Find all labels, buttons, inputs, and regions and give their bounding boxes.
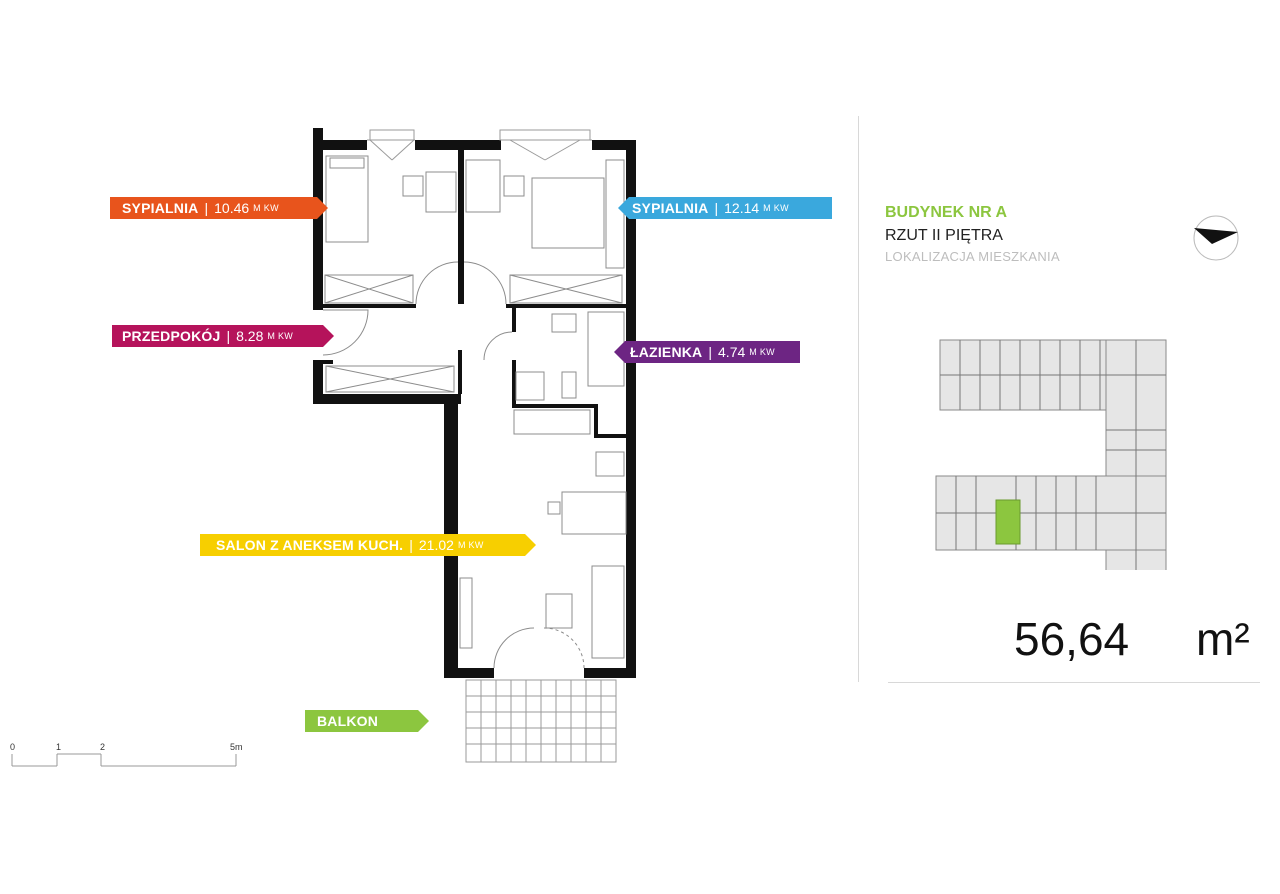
- scale-label-2: 2: [100, 742, 106, 752]
- scale-label-1: 1: [56, 742, 62, 752]
- total-area-unit: m²: [1196, 613, 1250, 665]
- room-name: SYPIALNIA: [632, 200, 709, 216]
- room-label-bedroom-2: SYPIALNIA | 12.14 M KW: [618, 197, 832, 219]
- room-label-balcony: BALKON: [305, 710, 429, 732]
- room-name: SYPIALNIA: [122, 200, 199, 216]
- room-area: 10.46: [214, 200, 250, 216]
- inner-walls: [323, 150, 626, 438]
- room-area: 8.28: [236, 328, 264, 344]
- room-name: PRZEDPOKÓJ: [122, 328, 221, 344]
- windows: [367, 129, 592, 161]
- balcony: [465, 679, 617, 763]
- scale-label-5m: 5m: [230, 742, 243, 752]
- room-label-hallway: PRZEDPOKÓJ | 8.28 M KW: [112, 325, 334, 347]
- scale-label-0: 0: [10, 742, 16, 752]
- room-name: ŁAZIENKA: [630, 344, 703, 360]
- location-title: LOKALIZACJA MIESZKANIA: [885, 249, 1060, 264]
- divider-vertical: [858, 116, 859, 682]
- highlighted-apartment: [995, 499, 1021, 545]
- room-name: SALON Z ANEKSEM KUCH.: [216, 537, 404, 553]
- room-area: 21.02: [418, 537, 454, 553]
- building-location-map: [935, 339, 1167, 570]
- room-name: BALKON: [317, 713, 379, 729]
- room-label-living-room: SALON Z ANEKSEM KUCH. | 21.02 M KW: [200, 534, 536, 556]
- room-label-bathroom: ŁAZIENKA | 4.74 M KW: [614, 341, 800, 363]
- outer-walls: [313, 128, 636, 678]
- divider-horizontal: [888, 682, 1260, 683]
- scale-bar: [11, 753, 237, 767]
- room-area: 4.74: [718, 344, 746, 360]
- furniture: [322, 155, 627, 669]
- building-title: BUDYNEK NR A: [885, 204, 1008, 221]
- separator: |: [226, 328, 231, 344]
- separator: |: [204, 200, 209, 216]
- room-unit: M KW: [749, 347, 775, 357]
- separator: |: [714, 200, 719, 216]
- separator: |: [708, 344, 713, 360]
- room-unit: M KW: [763, 203, 789, 213]
- room-unit: M KW: [267, 331, 294, 341]
- separator: |: [409, 537, 413, 553]
- floor-title: RZUT II PIĘTRA: [885, 227, 1003, 244]
- room-area: 12.14: [724, 200, 760, 216]
- room-unit: M KW: [457, 540, 484, 550]
- north-arrow-icon: [1193, 215, 1239, 261]
- room-unit: M KW: [253, 203, 279, 213]
- room-label-bedroom-1: SYPIALNIA | 10.46 M KW: [110, 197, 328, 219]
- total-area-value: 56,64: [1014, 613, 1130, 665]
